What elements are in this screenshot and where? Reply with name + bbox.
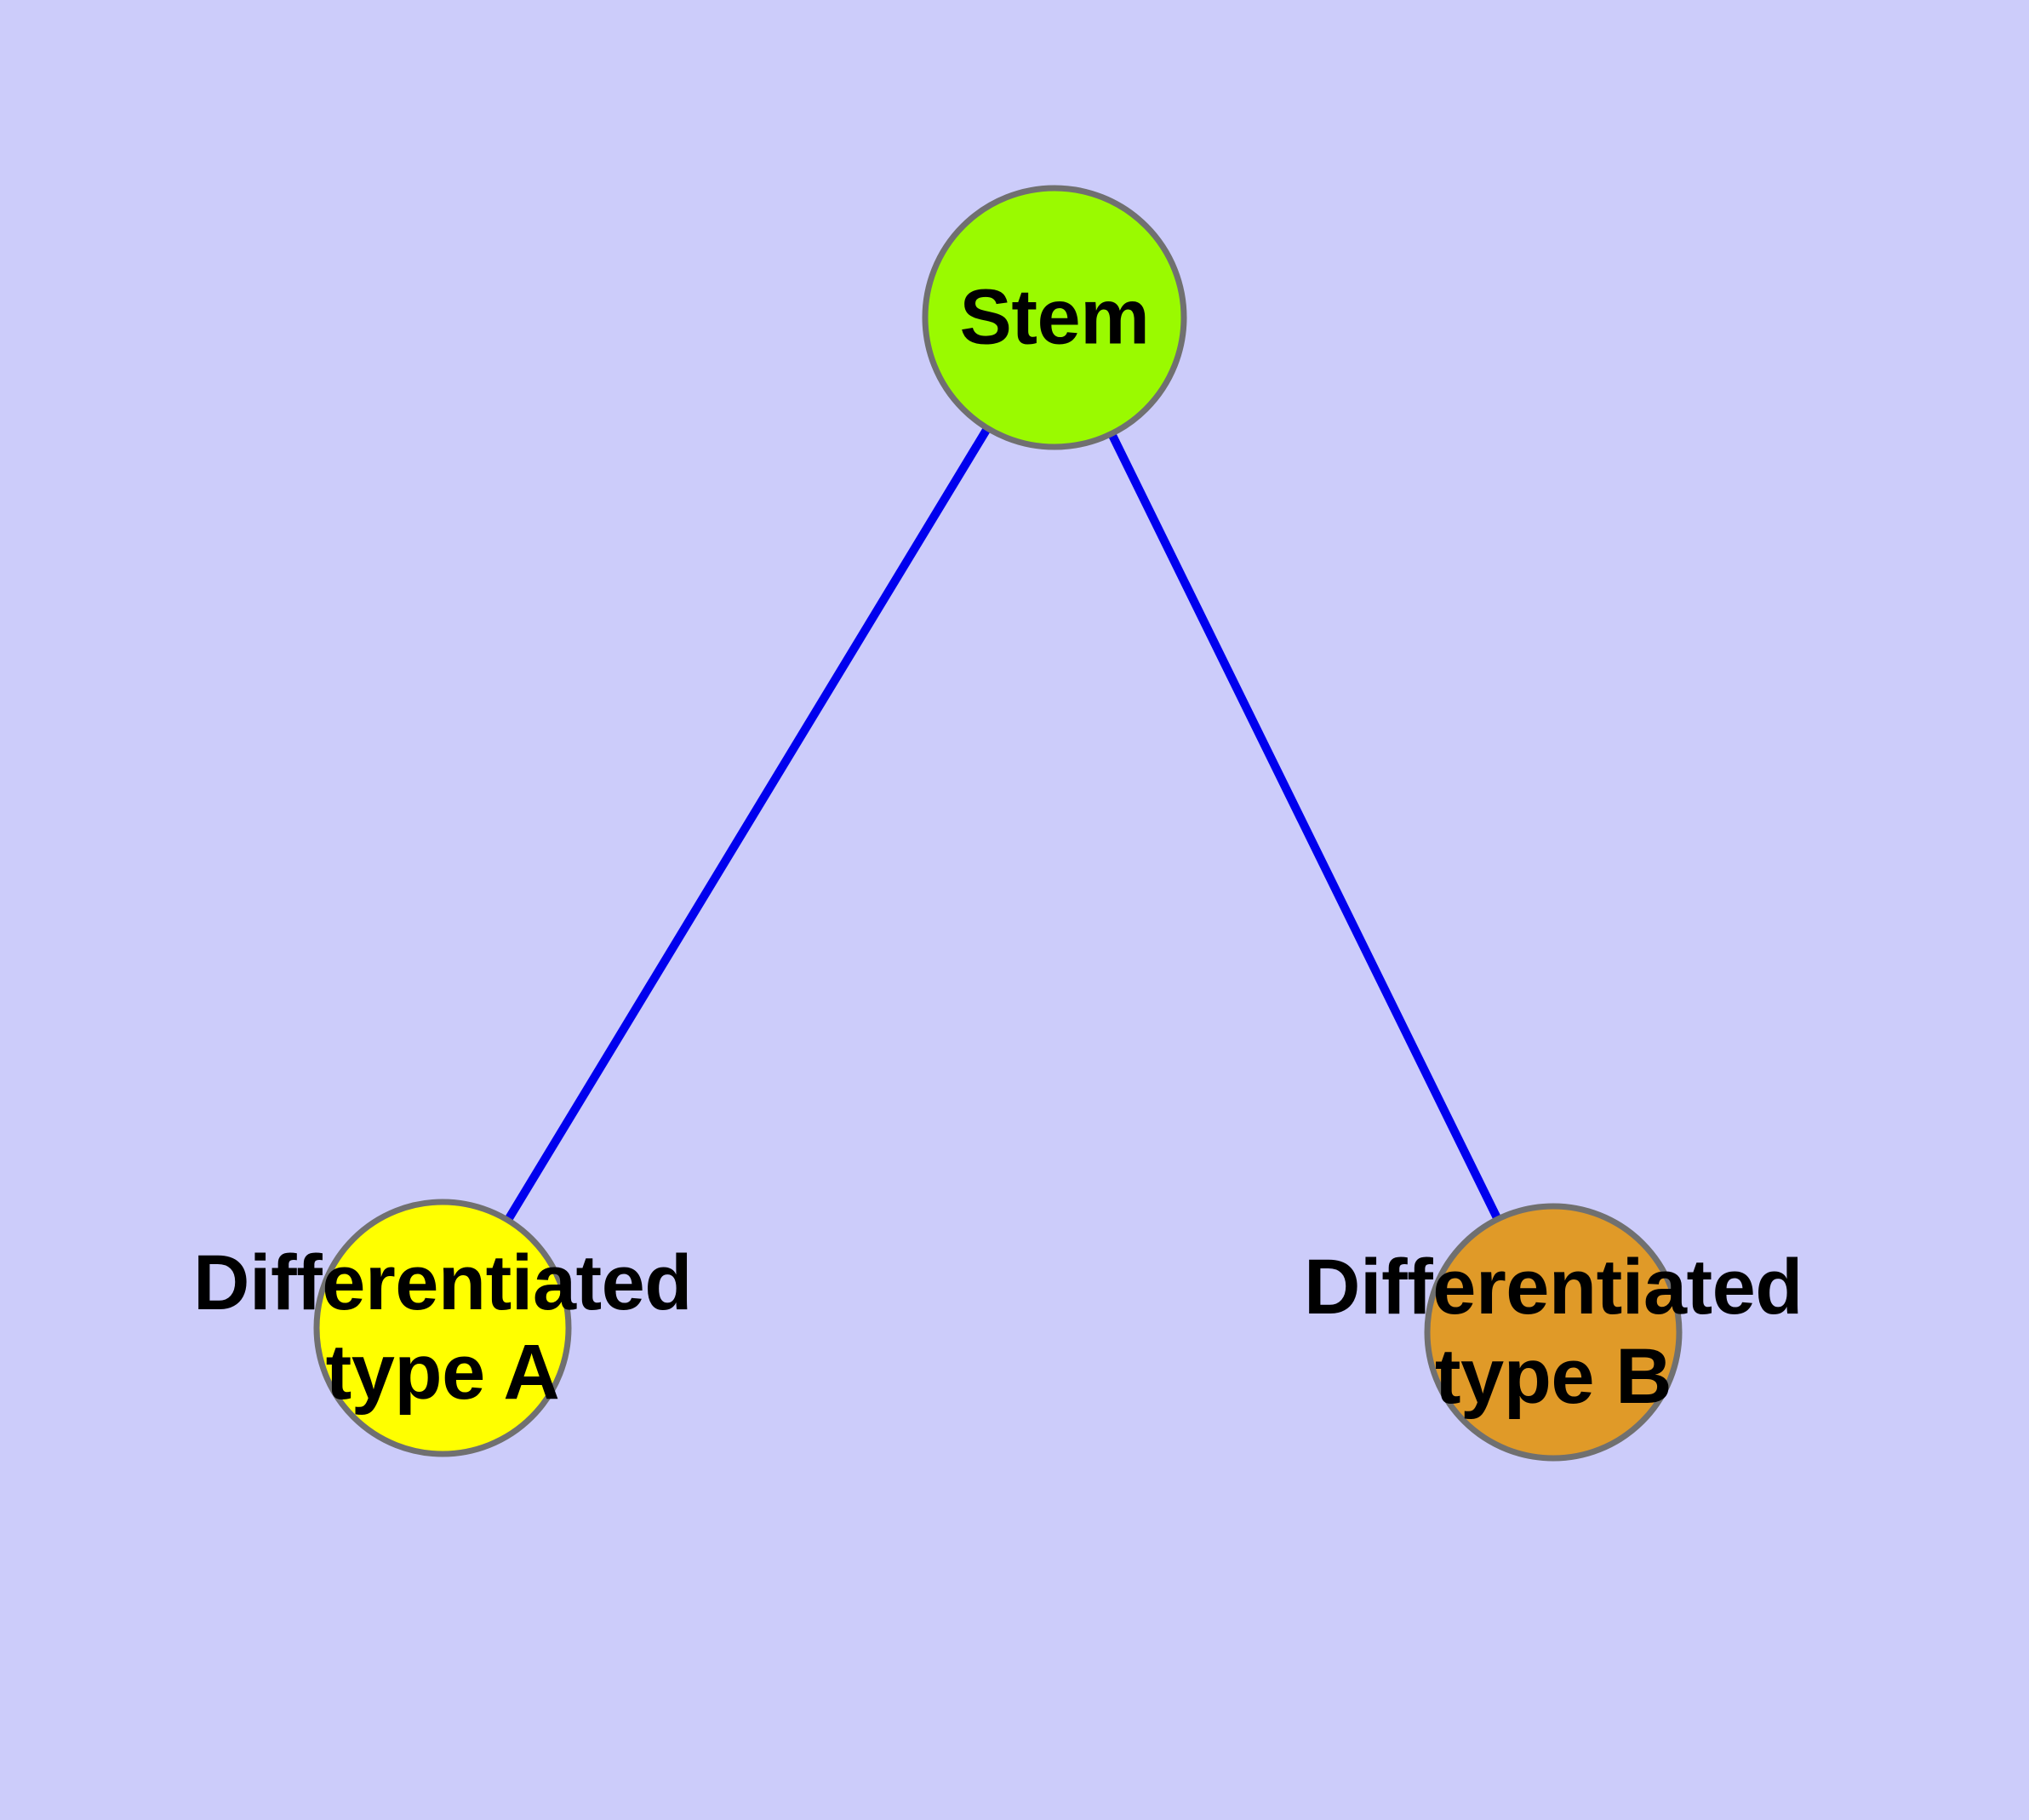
edge-layer	[504, 426, 1502, 1223]
graph-edge-stem-to-b	[1107, 432, 1502, 1222]
graph-node-diff-a[interactable]	[313, 1199, 572, 1457]
graph-edge-stem-to-a	[504, 426, 992, 1223]
graph-node-stem[interactable]	[922, 185, 1187, 450]
graph-node-diff-b[interactable]	[1424, 1203, 1683, 1462]
node-layer	[313, 185, 1683, 1462]
